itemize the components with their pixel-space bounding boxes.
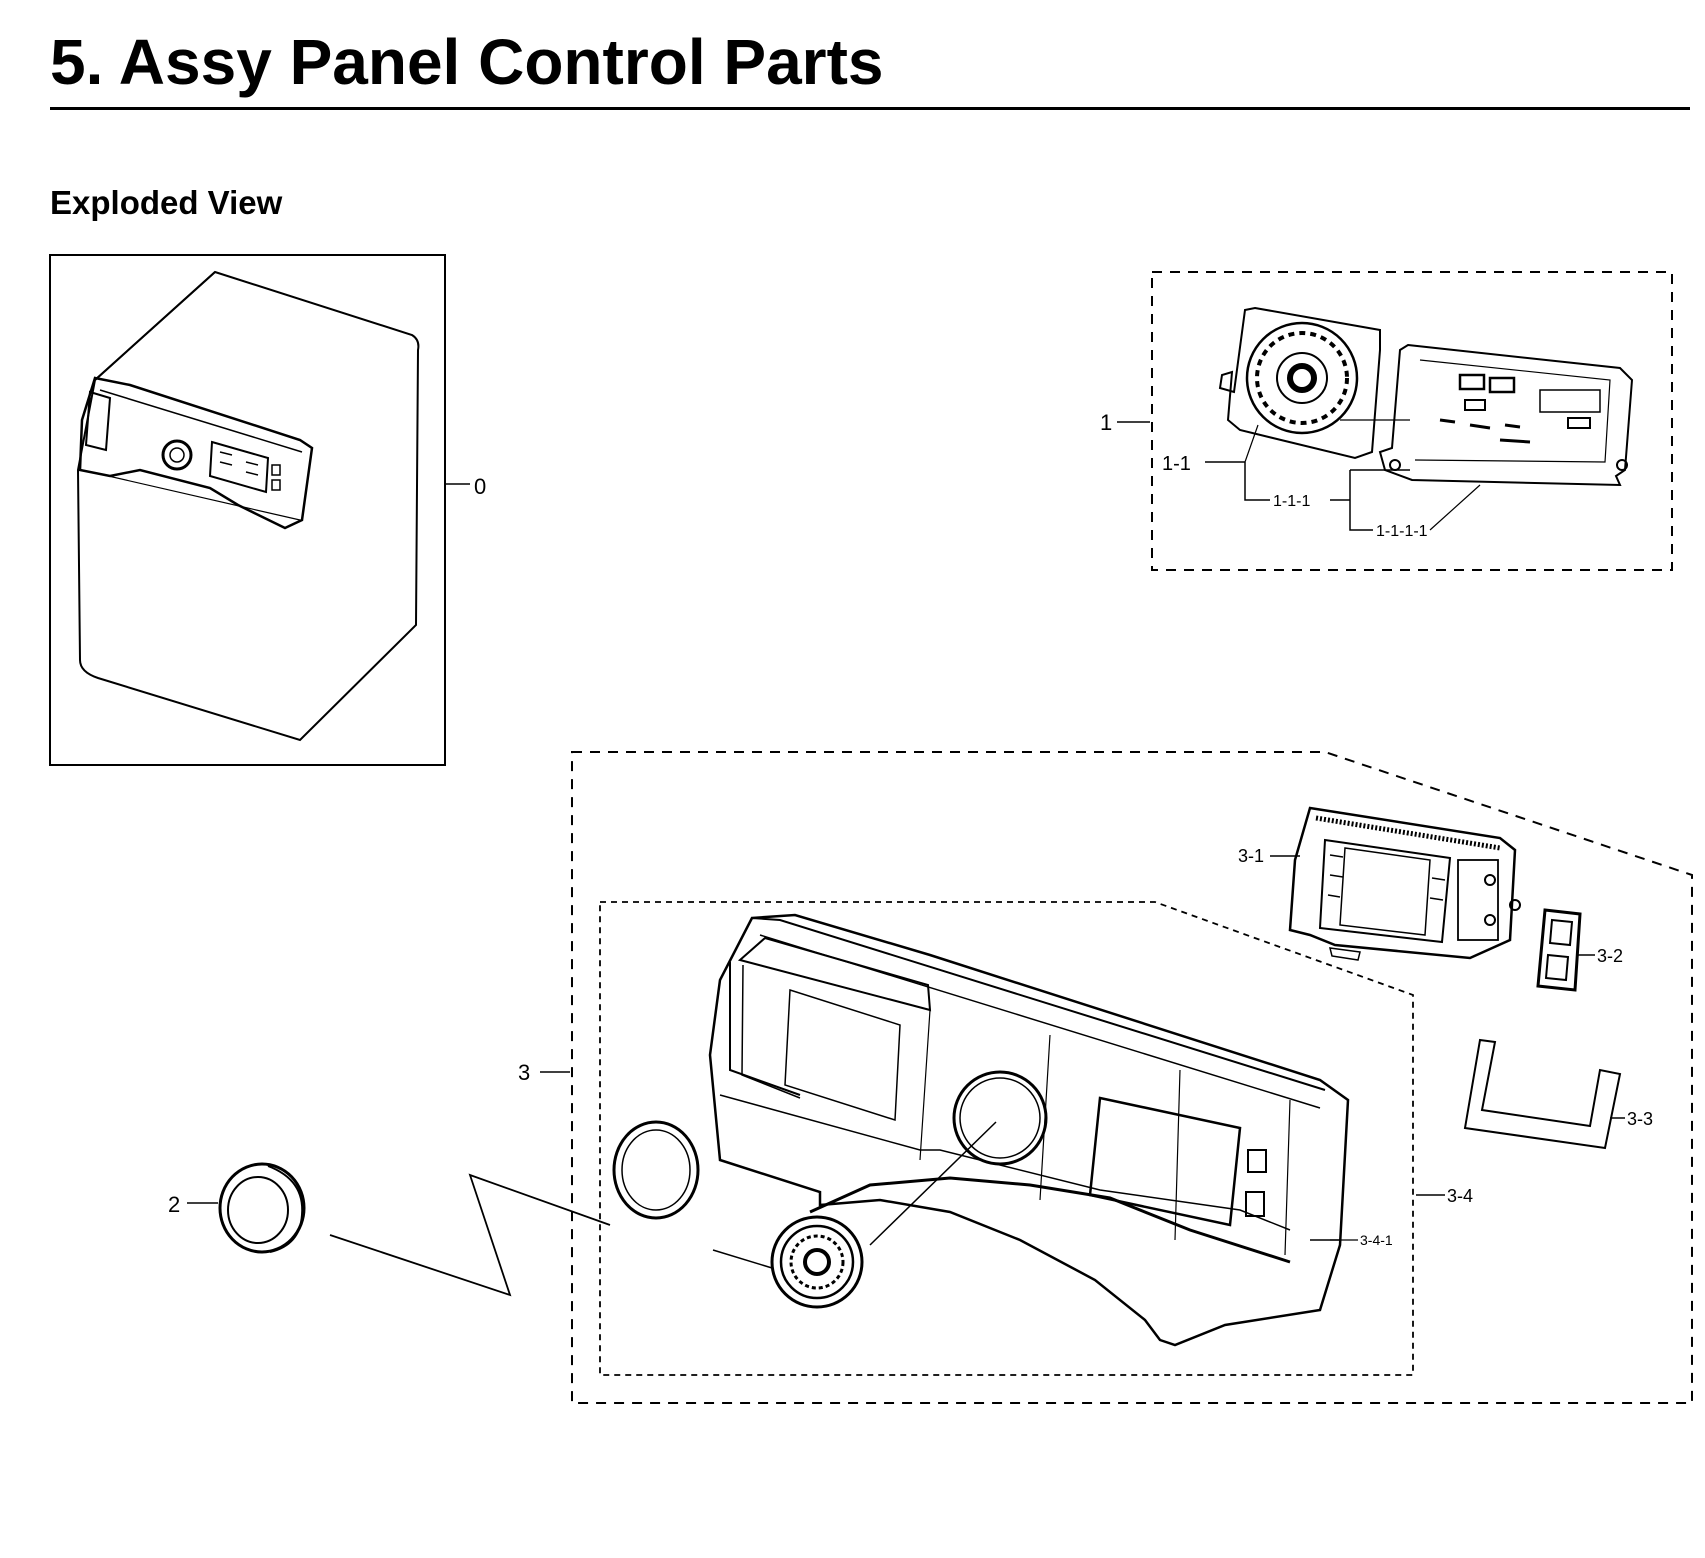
dial-knob-base — [770, 1215, 864, 1309]
title-underline — [50, 107, 1690, 110]
panel-assembly-frame — [571, 751, 1693, 1404]
section-subtitle: Exploded View — [50, 184, 283, 221]
callout-1-1-1: 1-1-1 — [1273, 493, 1310, 510]
knob-outer — [218, 1162, 306, 1254]
housing-display-window — [1088, 1096, 1242, 1227]
callout-1: 1 — [1100, 410, 1112, 435]
main-pcb — [1378, 343, 1634, 487]
callout-2: 2 — [168, 1192, 180, 1217]
callout-0: 0 — [474, 474, 486, 499]
display-pcb — [1270, 806, 1521, 961]
overview-frame — [49, 254, 446, 766]
callout-3-2: 3-2 — [1597, 946, 1623, 966]
callout-3-4: 3-4 — [1447, 1186, 1473, 1206]
washer-control-panel — [78, 376, 314, 530]
pcb-assembly — [1117, 271, 1673, 571]
washer-cabinet — [76, 270, 420, 742]
callout-3-3: 3-3 — [1627, 1109, 1653, 1129]
button-key — [1536, 908, 1595, 992]
panel-frame-frame — [599, 901, 1414, 1376]
callout-1-1-1-1: 1-1-1-1 — [1376, 523, 1428, 540]
panel-assembly — [540, 751, 1693, 1404]
dial-ring — [612, 1120, 700, 1220]
dial-components — [612, 1120, 997, 1309]
encoder-ring — [1245, 321, 1359, 435]
housing-dial-opening — [952, 1070, 1048, 1166]
callout-3-1: 3-1 — [1238, 846, 1264, 866]
callout-3: 3 — [518, 1060, 530, 1085]
washer-drawer — [84, 390, 112, 452]
encoder-board — [1218, 306, 1381, 460]
washer-display — [208, 440, 270, 494]
washer-overview — [49, 254, 470, 766]
knob-part — [187, 1162, 611, 1297]
callout-1-1: 1-1 — [1162, 453, 1191, 475]
control-panel-housing — [708, 913, 1358, 1347]
knob-leader-line — [329, 1173, 611, 1297]
panel-bracket — [1463, 1038, 1625, 1150]
pcb-assembly-frame — [1151, 271, 1673, 571]
washer-dial — [161, 439, 193, 471]
callout-3-4-1: 3-4-1 — [1360, 1232, 1393, 1248]
page-title: 5. Assy Panel Control Parts — [50, 26, 884, 98]
